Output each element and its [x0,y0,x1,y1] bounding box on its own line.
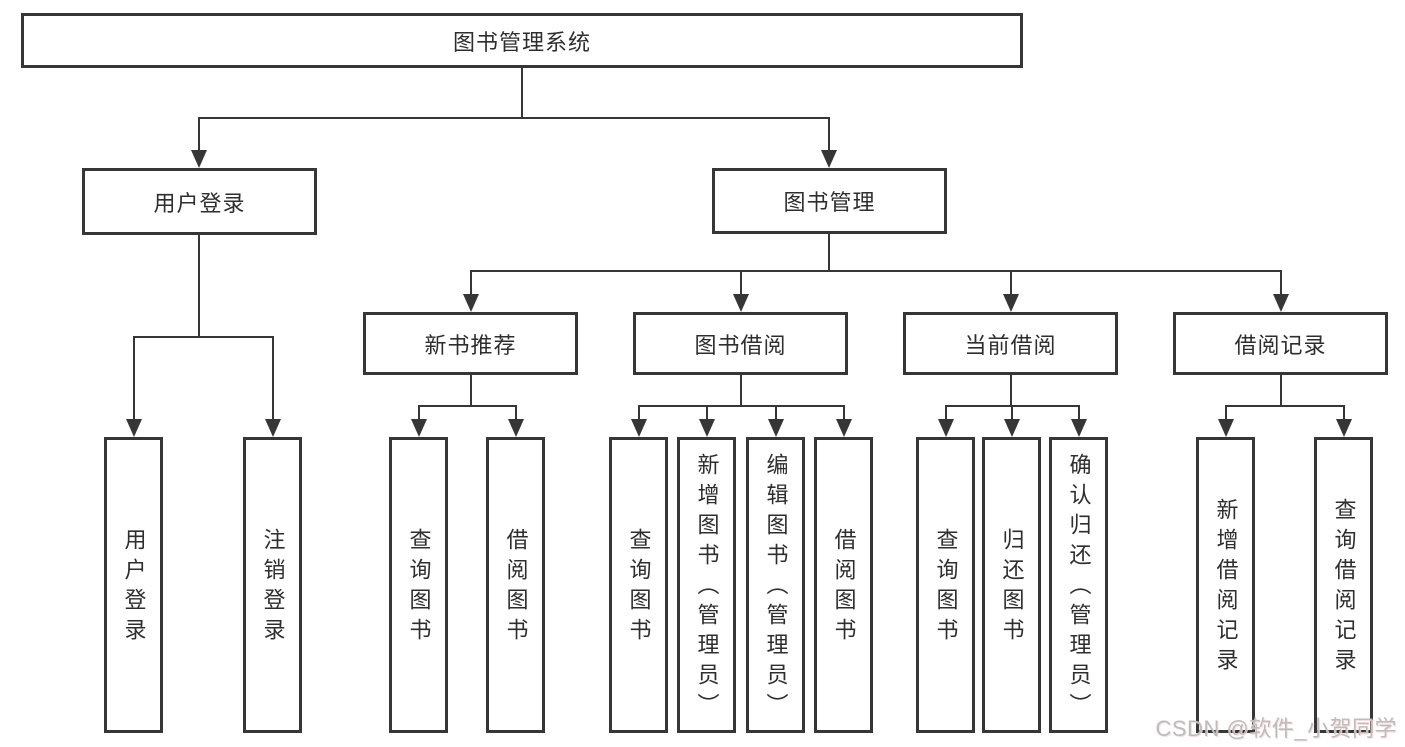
connector-line [1010,270,1012,296]
node-borrowing-records: 借阅记录 [1173,312,1388,375]
arrow-down-icon [1004,419,1020,437]
arrow-down-icon [508,419,524,437]
arrow-down-icon [1071,419,1087,437]
connector-line [828,117,830,152]
leaf-user-login: 用户登录 [104,437,163,733]
connector-line [418,405,420,421]
arrow-down-icon [768,419,784,437]
connector-line [272,336,274,421]
connector-line [418,405,517,407]
connector-line [1010,373,1012,407]
leaf-query-borrow-record: 查询借阅记录 [1314,437,1373,733]
arrow-down-icon [126,419,142,437]
arrow-down-icon [1336,419,1352,437]
connector-line [740,373,742,407]
connector-line [843,405,845,421]
node-book-management: 图书管理 [712,168,947,234]
leaf-add-borrow-record: 新增借阅记录 [1196,437,1255,733]
leaf-add-book-admin: 新增图书（管理员） [677,437,736,733]
connector-line [1225,405,1227,421]
leaf-query-book-current: 查询图书 [916,437,975,733]
node-user-login: 用户登录 [82,168,317,235]
arrow-down-icon [836,419,852,437]
arrow-down-icon [821,150,837,168]
connector-line [470,270,472,296]
connector-line [945,405,947,421]
connector-line [828,231,830,272]
connector-line [133,336,274,338]
connector-line [1011,405,1013,421]
connector-line [1280,270,1282,296]
connector-line [740,270,742,296]
connector-line [470,270,1281,272]
arrow-down-icon [733,294,749,312]
arrow-down-icon [699,419,715,437]
connector-line [1343,405,1345,421]
arrow-down-icon [411,419,427,437]
connector-line [521,66,523,118]
arrow-down-icon [191,150,207,168]
leaf-confirm-return-admin: 确认归还（管理员） [1049,437,1108,733]
arrow-down-icon [631,419,647,437]
leaf-return-book: 归还图书 [982,437,1041,733]
connector-line [515,405,517,421]
connector-line [198,234,200,337]
connector-line [638,405,640,421]
connector-line [198,117,200,152]
leaf-borrow-book: 借阅图书 [814,437,873,733]
arrow-down-icon [1003,294,1019,312]
connector-line [133,336,135,421]
node-new-book-recommendation: 新书推荐 [363,312,578,375]
arrow-down-icon [1273,294,1289,312]
connector-line [775,405,777,421]
leaf-logout: 注销登录 [243,437,302,733]
leaf-query-book-borrowing: 查询图书 [609,437,668,733]
connector-line [1225,405,1345,407]
connector-line [198,117,830,119]
node-root-system: 图书管理系统 [21,13,1023,68]
leaf-query-book-recommend: 查询图书 [389,437,448,733]
connector-line [1280,373,1282,407]
csdn-watermark: CSDN @软件_小贺同学 [1155,716,1397,741]
leaf-edit-book-admin: 编辑图书（管理员） [746,437,805,733]
arrow-down-icon [463,294,479,312]
leaf-borrow-book-recommend: 借阅图书 [486,437,545,733]
node-book-borrowing: 图书借阅 [633,312,848,375]
connector-line [1078,405,1080,421]
arrow-down-icon [265,419,281,437]
arrow-down-icon [1218,419,1234,437]
connector-line [706,405,708,421]
arrow-down-icon [938,419,954,437]
connector-line [470,373,472,407]
node-current-borrowing: 当前借阅 [903,312,1118,375]
connector-line [638,405,844,407]
